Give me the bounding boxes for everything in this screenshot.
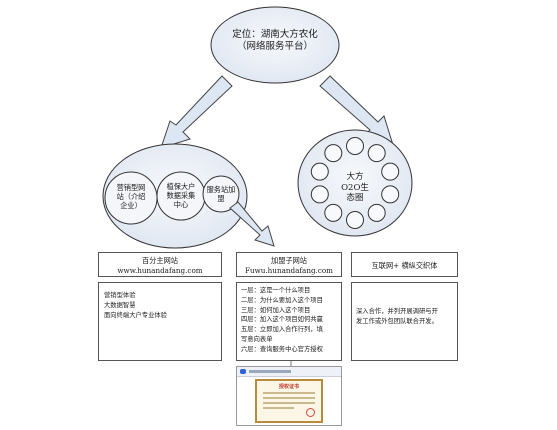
left-circle-2-line3: 中心 bbox=[173, 200, 189, 209]
o2o-ring-circle bbox=[324, 203, 343, 222]
o2o-center-label: 大方 O2O生 态圈 bbox=[333, 172, 377, 204]
o2o-ring-circle bbox=[367, 144, 386, 163]
certificate-thumbnail: 授权证书 bbox=[236, 366, 342, 426]
col3-content-box: 深入合作，并列开展调研与开 发工作或外包团队联合开发。 bbox=[351, 282, 458, 361]
col1-lines: 营销型体验 大数据智慧 面向终端大户专业体验 bbox=[104, 291, 167, 320]
o2o-ring-circle bbox=[381, 162, 400, 181]
col1-url: www.hunandafang.com bbox=[117, 266, 203, 275]
col2-lines: 一层：这是一个什么项目 二层：为什么要加入这个项目 三层：如何加入这个项目 四层… bbox=[241, 286, 323, 354]
o2o-ring-circle bbox=[381, 185, 400, 204]
col3-line: 发工作或外包团队联合开发。 bbox=[356, 317, 438, 325]
o2o-ring-circle bbox=[310, 185, 329, 204]
o2o-ring-circle bbox=[346, 211, 364, 229]
left-circle-3-label: 服务站加 盟 bbox=[203, 185, 239, 203]
top-node-ellipse bbox=[210, 6, 340, 84]
left-circle-1-line1: 营销型网 bbox=[116, 183, 146, 192]
certificate-seal bbox=[306, 408, 315, 417]
thumbnail-title-bar bbox=[249, 370, 291, 373]
col2-line: 五层：立即加入合作行列，填 bbox=[241, 326, 323, 333]
left-circle-3-line2: 盟 bbox=[217, 194, 225, 203]
col2-title: 加盟子网站 bbox=[271, 256, 307, 265]
col3-lines: 深入合作，并列开展调研与开 发工作或外包团队联合开发。 bbox=[356, 307, 438, 327]
col2-line: 四层：加入这个项目如何共赢 bbox=[241, 316, 323, 324]
left-circle-1-line2: 站（介绍 bbox=[116, 192, 146, 201]
arrow-to-left-group bbox=[160, 75, 233, 149]
col2-line: 一层：这是一个什么项目 bbox=[241, 287, 311, 294]
top-node-line1: 定位：湖南大方农化 bbox=[232, 29, 318, 40]
col1-line: 营销型体验 bbox=[104, 292, 136, 299]
col1-content-box: 营销型体验 大数据智慧 面向终端大户专业体验 bbox=[98, 282, 222, 361]
left-circle-1-label: 营销型网 站（介绍 企业） bbox=[108, 183, 154, 210]
col1-line: 面向终端大户专业体验 bbox=[104, 311, 167, 319]
arrow-to-franchise-site bbox=[229, 201, 275, 247]
col1-title: 百分主网站 bbox=[142, 256, 178, 265]
o2o-ring-circle bbox=[346, 137, 364, 155]
certificate-text-lines bbox=[263, 392, 315, 412]
o2o-ring bbox=[310, 137, 400, 229]
certificate-title: 授权证书 bbox=[278, 384, 299, 390]
col3-line: 深入合作，并列开展调研与开 bbox=[356, 308, 438, 315]
col3-header-box: 互联网+ 横纵交织体 bbox=[351, 252, 458, 277]
certificate-text-line bbox=[263, 392, 315, 394]
certificate-text-line bbox=[263, 402, 315, 404]
col2-line: 三层：如何加入这个项目 bbox=[241, 306, 311, 314]
col2-line: 写意向表单 bbox=[241, 335, 273, 343]
baidu-paw-icon bbox=[240, 369, 246, 374]
col2-line: 六层：查询服务中心官方授权 bbox=[241, 345, 323, 353]
left-circle-3 bbox=[202, 175, 240, 213]
left-circle-2-label: 植保大户 数据采集 中心 bbox=[159, 182, 203, 209]
o2o-center-line1: 大方 bbox=[346, 172, 364, 182]
col1-line: 大数据智慧 bbox=[104, 301, 136, 309]
col3-title: 互联网+ 横纵交织体 bbox=[371, 261, 438, 270]
col2-url: Fuwu.hunandafang.com bbox=[245, 266, 333, 275]
o2o-ring-circle bbox=[310, 162, 329, 181]
certificate-document: 授权证书 bbox=[255, 379, 323, 423]
certificate-text-line bbox=[263, 397, 315, 399]
left-circle-2-line1: 植保大户 bbox=[166, 182, 196, 191]
col2-line: 二层：为什么要加入这个项目 bbox=[241, 296, 323, 304]
o2o-ring-circle bbox=[324, 144, 343, 163]
certificate-text-line bbox=[263, 407, 295, 409]
col2-header-box: 加盟子网站 Fuwu.hunandafang.com bbox=[236, 252, 342, 277]
top-node-line2: （网络服务平台） bbox=[236, 40, 313, 52]
o2o-center-line2: O2O生 bbox=[341, 182, 369, 193]
col1-header-box: 百分主网站 www.hunandafang.com bbox=[98, 252, 222, 277]
left-circle-1-line3: 企业） bbox=[120, 201, 142, 210]
o2o-center-line3: 态圈 bbox=[346, 193, 364, 204]
thumbnail-browser-bar bbox=[237, 367, 341, 377]
o2o-ring-circle bbox=[367, 203, 386, 222]
left-circle-2-line2: 数据采集 bbox=[166, 191, 196, 200]
top-node-label: 定位：湖南大方农化 （网络服务平台） bbox=[211, 29, 339, 53]
left-circle-3-line1: 服务站加 bbox=[206, 185, 236, 194]
col2-content-box: 一层：这是一个什么项目 二层：为什么要加入这个项目 三层：如何加入这个项目 四层… bbox=[236, 282, 342, 361]
